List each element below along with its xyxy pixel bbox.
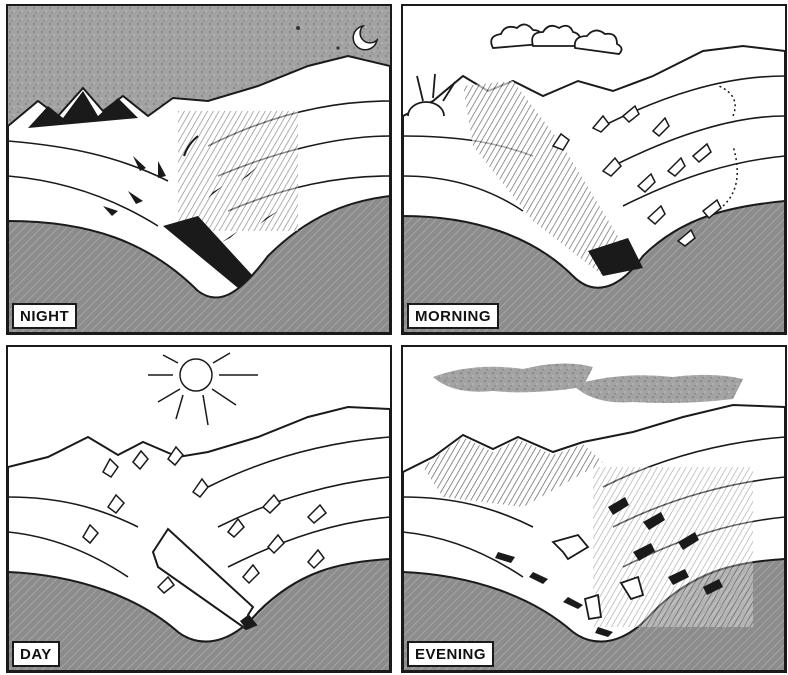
morning-illustration (403, 6, 785, 333)
night-panel: NIGHT (6, 4, 392, 335)
star-icon (296, 26, 300, 30)
star-icon (336, 46, 339, 49)
day-panel: DAY (6, 345, 392, 673)
sun-icon (148, 353, 258, 425)
panel-label-evening: EVENING (407, 641, 494, 667)
evening-illustration (403, 347, 785, 671)
panel-label-day: DAY (12, 641, 60, 667)
clouds (491, 24, 621, 54)
cold-air-streaks (178, 111, 298, 231)
day-illustration (8, 347, 390, 671)
evening-panel: EVENING (401, 345, 787, 673)
panel-label-night: NIGHT (12, 303, 77, 329)
night-illustration (8, 6, 390, 333)
evening-clouds (433, 363, 743, 403)
panel-label-morning: MORNING (407, 303, 499, 329)
morning-panel: MORNING (401, 4, 787, 335)
cooling-slope-streaks (593, 467, 753, 627)
